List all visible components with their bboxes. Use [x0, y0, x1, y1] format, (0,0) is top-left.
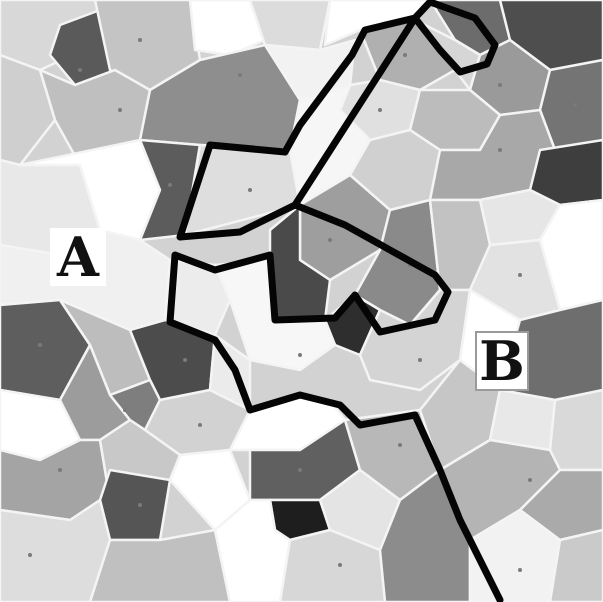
seed-point: [298, 468, 302, 472]
seed-point: [28, 553, 32, 557]
seed-point: [528, 478, 532, 482]
seed-point: [168, 183, 172, 187]
seed-point: [518, 273, 522, 277]
top-loop-boundary: [411, 0, 499, 76]
voronoi-cell: [88, 528, 232, 602]
voronoi-cell: [213, 498, 292, 602]
seed-point: [518, 568, 522, 572]
seed-point: [573, 103, 577, 107]
seed-point: [403, 53, 407, 57]
seed-point: [328, 238, 332, 242]
seed-point: [418, 358, 422, 362]
seed-point: [118, 108, 122, 112]
label-b: B: [475, 329, 529, 393]
seed-point: [78, 68, 82, 72]
seed-point: [338, 563, 342, 567]
cell-seed-points: [28, 38, 577, 572]
seed-point: [378, 108, 382, 112]
seed-point: [238, 73, 242, 77]
seed-point: [138, 38, 142, 42]
voronoi-cell: [0, 53, 57, 167]
seed-point: [248, 188, 252, 192]
label-a: A: [50, 225, 106, 289]
seed-point: [498, 83, 502, 87]
label-a-text: A: [56, 225, 100, 289]
seed-point: [138, 503, 142, 507]
seed-point: [123, 408, 127, 412]
seed-point: [58, 468, 62, 472]
voronoi-cell: [548, 528, 603, 602]
seed-point: [398, 443, 402, 447]
label-a-background: [50, 228, 106, 286]
path-boundaries: [166, 0, 504, 602]
seed-point: [38, 343, 42, 347]
seed-point: [198, 423, 202, 427]
voronoi-cell: [98, 468, 172, 542]
label-b-background: [475, 331, 529, 391]
upper-region-boundary: [176, 14, 419, 241]
voronoi-cell: [548, 388, 603, 472]
seed-point: [183, 358, 187, 362]
label-b-text: B: [479, 329, 525, 393]
seed-point: [498, 148, 502, 152]
voronoi-cell: [188, 0, 267, 57]
seed-point: [298, 353, 302, 357]
middle-path-boundary: [166, 201, 504, 602]
